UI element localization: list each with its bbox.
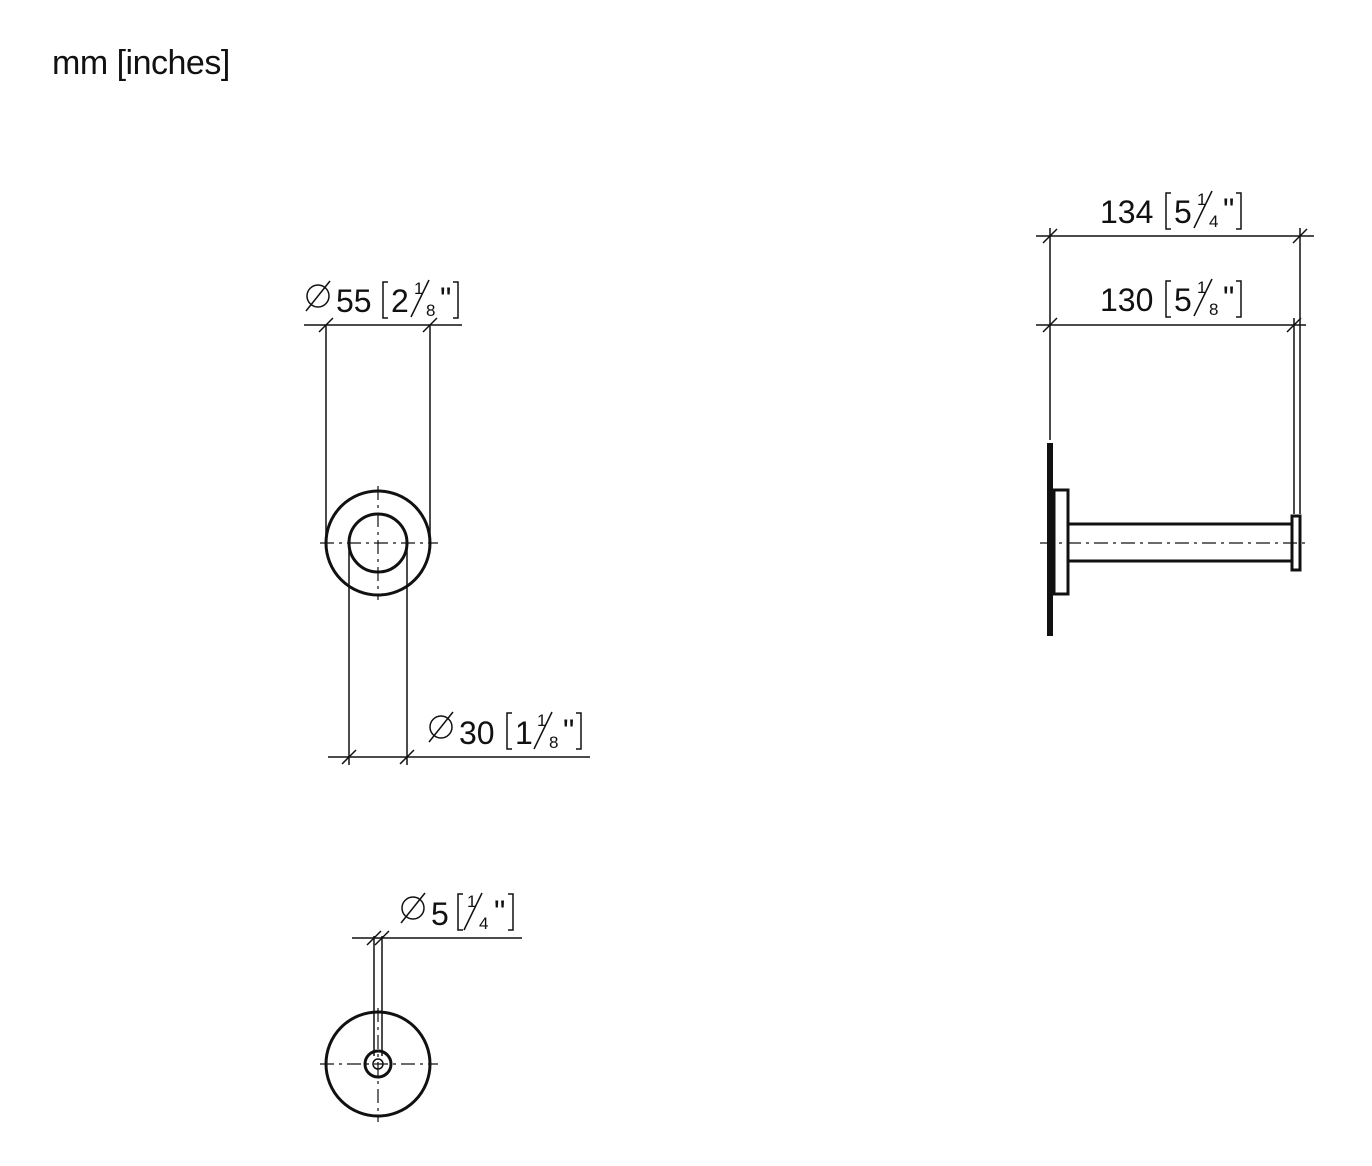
front-inner-mm: 30 bbox=[459, 715, 495, 751]
front-outer-inch-mark: " bbox=[440, 281, 451, 317]
mount-hole-in-den: 4 bbox=[479, 914, 488, 933]
front-outer-in-whole: 2 bbox=[391, 283, 409, 319]
front-inner-in-num: 1 bbox=[537, 711, 546, 730]
bar-length-in-whole: 5 bbox=[1174, 282, 1192, 318]
front-view: 55 2 1 8 " 30 1 1 8 " bbox=[304, 279, 590, 765]
bar-length-mm: 130 bbox=[1100, 282, 1153, 318]
dim-overall-length: 134 5 1 4 " bbox=[1036, 190, 1314, 514]
front-outer-in-num: 1 bbox=[414, 279, 423, 298]
mount-hole-inch-mark: " bbox=[494, 894, 505, 930]
bar-length-in-den: 8 bbox=[1209, 300, 1218, 319]
front-inner-in-den: 8 bbox=[549, 733, 558, 752]
front-outer-in-den: 8 bbox=[426, 301, 435, 320]
overall-length-in-whole: 5 bbox=[1174, 194, 1192, 230]
overall-length-in-num: 1 bbox=[1197, 190, 1206, 209]
bar-length-in-num: 1 bbox=[1197, 278, 1206, 297]
front-inner-in-whole: 1 bbox=[515, 715, 533, 751]
units-label: mm [inches] bbox=[52, 44, 230, 82]
mount-hole-in-num: 1 bbox=[467, 892, 476, 911]
mounting-rosette bbox=[1052, 488, 1070, 596]
overall-length-mm: 134 bbox=[1100, 194, 1153, 230]
overall-length-inch-mark: " bbox=[1223, 192, 1234, 228]
dim-front-outer: 55 2 1 8 " bbox=[304, 279, 462, 540]
dim-mount-hole: 5 1 4 " bbox=[352, 892, 522, 1056]
front-outer-mm: 55 bbox=[336, 283, 372, 319]
side-view: 134 5 1 4 " 130 5 1 8 " bbox=[1036, 190, 1314, 636]
bar-length-inch-mark: " bbox=[1223, 280, 1234, 316]
rear-hole-outer bbox=[363, 1049, 393, 1079]
mount-hole-mm: 5 bbox=[431, 896, 449, 932]
dim-bar-length: 130 5 1 8 " bbox=[1036, 278, 1306, 514]
dim-front-inner: 30 1 1 8 " bbox=[328, 548, 590, 765]
diameter-symbol bbox=[428, 711, 454, 743]
front-inner-inch-mark: " bbox=[563, 713, 574, 749]
diameter-symbol bbox=[400, 892, 426, 924]
rear-view: 5 1 4 " bbox=[320, 892, 522, 1122]
overall-length-in-den: 4 bbox=[1209, 212, 1218, 231]
diameter-symbol bbox=[305, 280, 331, 312]
